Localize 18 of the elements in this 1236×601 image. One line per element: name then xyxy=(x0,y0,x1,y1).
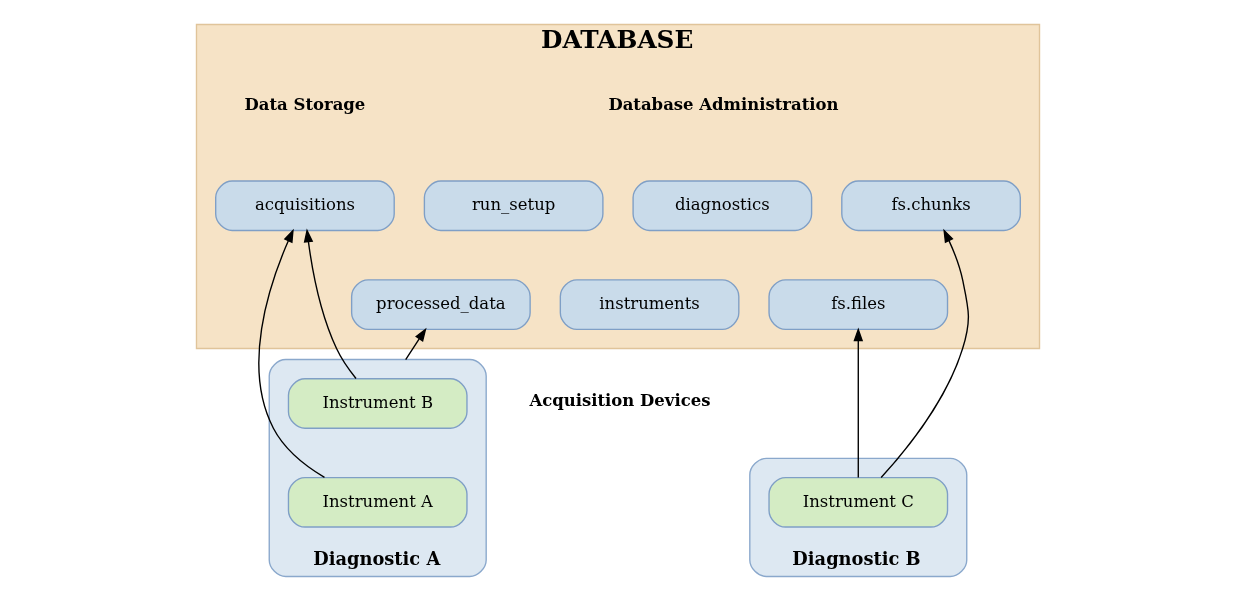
node-box: Instrument B xyxy=(287,378,468,429)
node-box: fs.chunks xyxy=(841,180,1021,232)
arrow xyxy=(303,228,357,380)
node-box: processed_data xyxy=(350,279,531,330)
node-box: Instrument A xyxy=(287,476,468,528)
node-box: instruments xyxy=(559,279,740,330)
node-box: diagnostics xyxy=(632,180,813,232)
node-box: fs.files xyxy=(768,279,949,330)
label: Database Administration xyxy=(608,94,839,114)
label: Acquisition Devices xyxy=(529,391,711,411)
arrow xyxy=(405,327,427,361)
node-box: Instrument C xyxy=(768,476,949,528)
node-box: run_setup xyxy=(423,180,604,232)
node-box: acquisitions xyxy=(215,180,395,232)
arrow xyxy=(880,228,970,479)
arrow xyxy=(853,327,864,479)
arrow xyxy=(258,228,326,478)
label: Data Storage xyxy=(244,94,366,114)
